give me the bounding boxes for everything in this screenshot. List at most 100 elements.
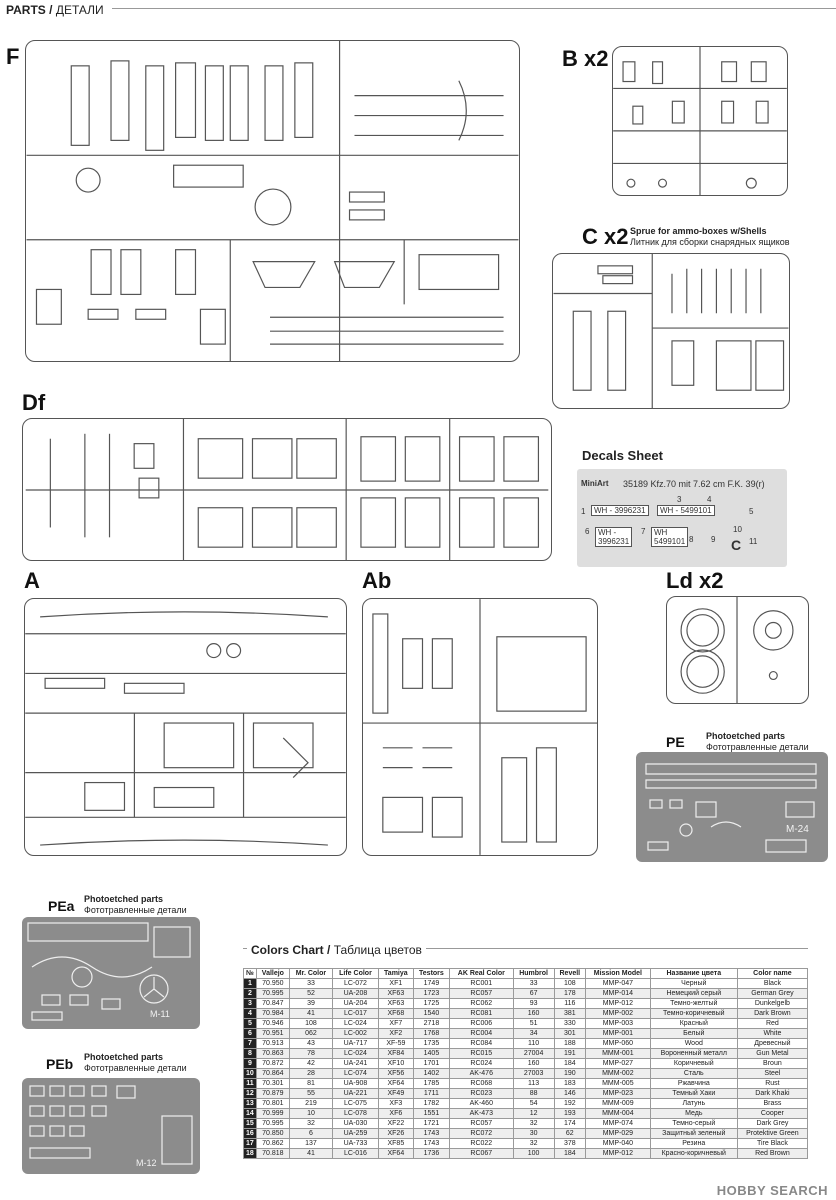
- table-cell: 1785: [412, 1078, 451, 1089]
- decal-plate-3-top: WH -: [598, 528, 617, 537]
- peb-fret-drawing: M-12: [29, 1085, 193, 1168]
- table-cell: UA-221: [332, 1088, 379, 1099]
- table-cell: XF49: [377, 1088, 414, 1099]
- table-cell: 146: [553, 1088, 586, 1099]
- colors-title-en: Colors Chart: [251, 943, 324, 957]
- table-cell: 108: [288, 1018, 334, 1029]
- row-number: 10: [243, 1068, 257, 1079]
- table-cell: XF85: [377, 1138, 414, 1149]
- table-cell: LC-078: [332, 1108, 379, 1119]
- row-number: 1: [243, 978, 257, 989]
- table-cell: 32: [512, 1118, 555, 1129]
- table-cell: RC022: [449, 1138, 514, 1149]
- table-cell: UA-259: [332, 1128, 379, 1139]
- table-cell: RC057: [449, 1118, 514, 1129]
- table-cell: MMP-012: [584, 998, 651, 1009]
- table-cell: 33: [512, 978, 555, 989]
- table-cell: 2718: [412, 1018, 451, 1029]
- table-cell: 160: [512, 1058, 555, 1069]
- sprue-b: [612, 46, 788, 196]
- table-cell: 219: [288, 1098, 334, 1109]
- table-cell: 27003: [512, 1068, 555, 1079]
- pe-label: PE: [666, 734, 685, 750]
- sprue-ab: [362, 598, 598, 856]
- header-rule: [0, 8, 836, 9]
- table-cell: Темно-серый: [649, 1118, 738, 1129]
- sprue-c-caption-en: Sprue for ammo-boxes w/Shells: [630, 226, 767, 236]
- sprue-c: [552, 253, 790, 409]
- table-cell: 193: [553, 1108, 586, 1119]
- table-cell: MMP-029: [584, 1128, 651, 1139]
- row-number: 15: [243, 1118, 257, 1129]
- table-cell: Защитный зеленый: [649, 1128, 738, 1139]
- decal-7-number: 7: [641, 527, 646, 536]
- table-cell: 70.872: [255, 1058, 290, 1069]
- table-cell: 70.995: [255, 988, 290, 999]
- table-cell: Protektive Green: [736, 1128, 809, 1139]
- row-number: 18: [243, 1148, 257, 1159]
- table-cell: AK-476: [449, 1068, 514, 1079]
- pe-fret-drawing: M-24: [645, 763, 817, 853]
- table-cell: 378: [553, 1138, 586, 1149]
- table-cell: MMM-002: [584, 1068, 651, 1079]
- table-cell: Gun Metal: [736, 1048, 809, 1059]
- table-cell: Вороненный металл: [649, 1048, 738, 1059]
- table-cell: 1736: [412, 1148, 451, 1159]
- decal-9-number: 9: [711, 535, 716, 544]
- table-cell: 137: [288, 1138, 334, 1149]
- sprue-ld-drawing: [680, 597, 794, 703]
- table-cell: XF7: [377, 1018, 414, 1029]
- decal-11-number: 11: [749, 537, 758, 546]
- col-header: Testors: [412, 968, 451, 979]
- decal-10-number: 10: [733, 525, 742, 534]
- decal-plate-4-top: WH: [654, 528, 668, 537]
- table-cell: Красно-коричневый: [649, 1148, 738, 1159]
- decal-plate-4-bottom: 5499101: [654, 537, 686, 546]
- table-cell: 1701: [412, 1058, 451, 1069]
- table-cell: German Grey: [736, 988, 809, 999]
- row-number: 13: [243, 1098, 257, 1109]
- table-cell: Коричневый: [649, 1058, 738, 1069]
- decal-4-number: 4: [707, 495, 712, 504]
- table-cell: 43: [288, 1038, 334, 1049]
- table-cell: White: [736, 1028, 809, 1039]
- table-cell: 183: [553, 1078, 586, 1089]
- table-cell: 39: [288, 998, 334, 1009]
- table-cell: MMP-027: [584, 1058, 651, 1069]
- table-cell: 108: [553, 978, 586, 989]
- title-sep: /: [49, 3, 53, 17]
- table-cell: 81: [288, 1078, 334, 1089]
- pe-mark: M-24: [786, 824, 809, 835]
- table-cell: MMM-004: [584, 1108, 651, 1119]
- table-cell: LC-075: [332, 1098, 379, 1109]
- table-cell: XF10: [377, 1058, 414, 1069]
- table-cell: 52: [288, 988, 334, 999]
- table-cell: Dark Brown: [736, 1008, 809, 1019]
- table-cell: UA-241: [332, 1058, 379, 1069]
- table-cell: 78: [288, 1048, 334, 1059]
- table-cell: 70.984: [255, 1008, 290, 1019]
- table-cell: LC-002: [332, 1028, 379, 1039]
- colors-rule: [243, 948, 808, 949]
- table-cell: 10: [288, 1108, 334, 1119]
- peb-caption: Photoetched parts Фототравленные детали: [84, 1052, 187, 1074]
- table-cell: 34: [512, 1028, 555, 1039]
- sprue-df: [22, 418, 552, 561]
- table-cell: 1551: [412, 1108, 451, 1119]
- decals-title: Decals Sheet: [582, 448, 663, 463]
- table-cell: RC001: [449, 978, 514, 989]
- decal-plate-2: WH - 5499101: [657, 505, 715, 516]
- table-cell: RC015: [449, 1048, 514, 1059]
- col-header: Mr. Color: [288, 968, 334, 979]
- sprue-f-drawing: [26, 41, 519, 361]
- table-cell: 70.999: [255, 1108, 290, 1119]
- row-number: 8: [243, 1048, 257, 1059]
- table-cell: Broun: [736, 1058, 809, 1069]
- table-cell: MMP-023: [584, 1088, 651, 1099]
- table-cell: MMP-014: [584, 988, 651, 999]
- table-cell: Темно-желтый: [649, 998, 738, 1009]
- table-cell: 100: [512, 1148, 555, 1159]
